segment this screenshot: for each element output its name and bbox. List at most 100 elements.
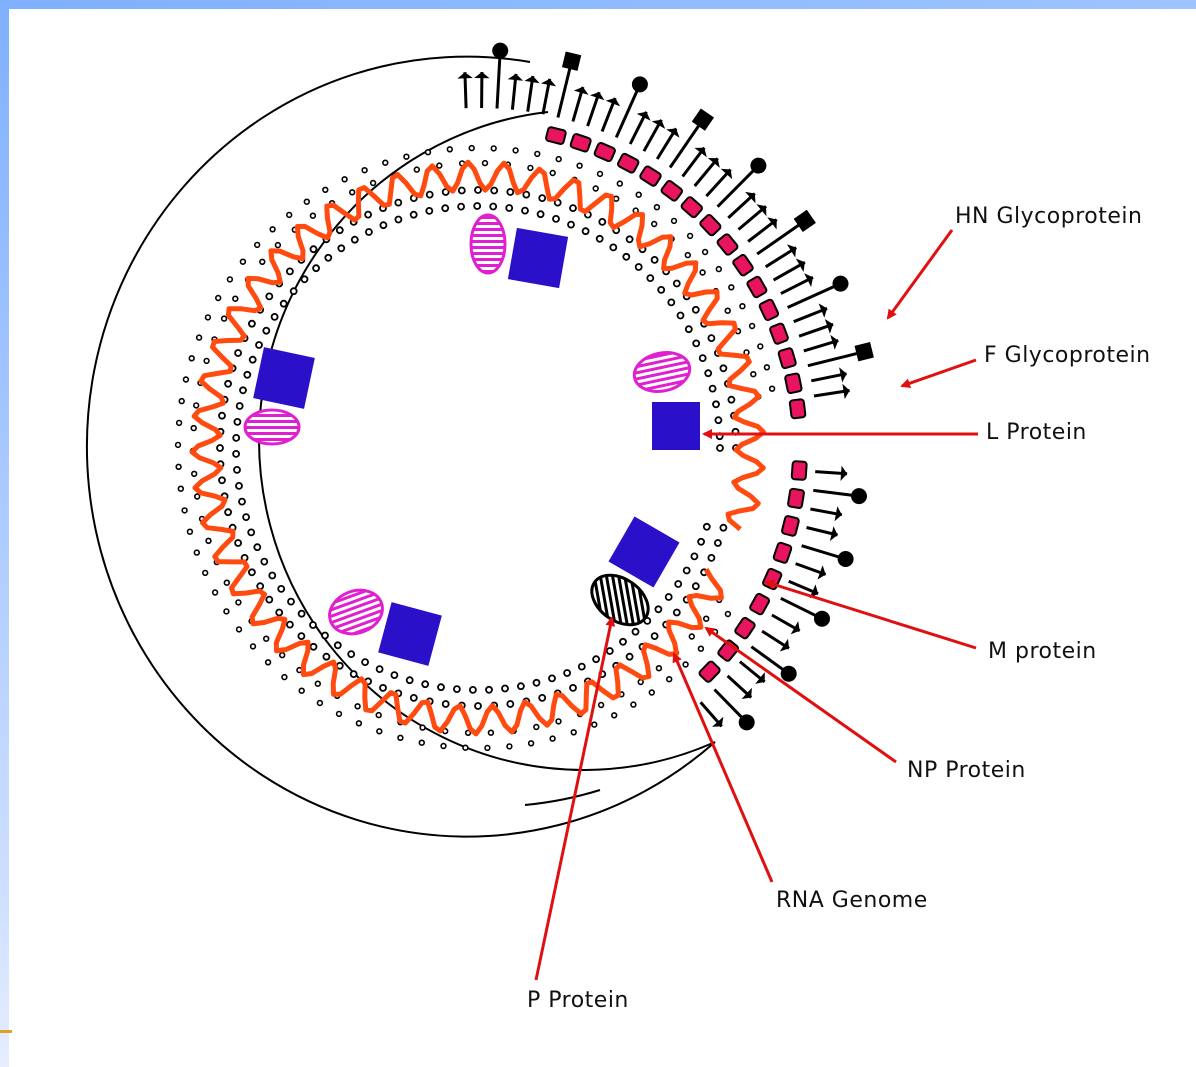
nucleoprotein — [627, 654, 633, 660]
nucleoprotein — [243, 514, 249, 520]
membrane-lipid — [276, 243, 281, 248]
nucleoprotein — [693, 340, 699, 346]
nucleoprotein — [411, 212, 417, 218]
nucleoprotein — [407, 677, 413, 683]
nucleoprotein — [269, 573, 275, 579]
nucleoprotein — [507, 701, 513, 707]
nucleoprotein — [518, 683, 524, 689]
m-protein — [660, 180, 683, 202]
hn-glycoprotein-head — [562, 52, 581, 71]
m-protein — [746, 276, 767, 299]
membrane-lipid — [699, 646, 704, 651]
membrane-lipid — [192, 471, 197, 476]
membrane-lipid — [463, 745, 468, 750]
label-np-protein: NP Protein — [907, 758, 1026, 783]
membrane-lipid — [571, 730, 576, 735]
membrane-lipid — [178, 486, 183, 491]
nucleoprotein — [291, 288, 297, 294]
nucleoprotein — [486, 687, 492, 693]
membrane-lipid — [593, 186, 598, 191]
nucleoprotein — [627, 236, 633, 242]
membrane-lipid — [282, 675, 287, 680]
nucleoprotein — [217, 445, 223, 451]
nucleoprotein — [272, 314, 278, 320]
nucleoprotein — [313, 265, 319, 271]
membrane-lipid — [652, 222, 657, 227]
membrane-lipid — [264, 636, 269, 641]
f-glycoprotein-head — [739, 714, 755, 730]
nucleoprotein — [700, 355, 706, 361]
hn-glycoprotein-head — [794, 210, 816, 232]
membrane-lipid — [179, 399, 184, 404]
membrane-lipid — [550, 736, 555, 741]
nucleoprotein — [454, 686, 460, 692]
f-glycoprotein-head — [632, 76, 648, 92]
envelope-inner-arc — [525, 790, 600, 805]
f-glycoprotein-head — [492, 43, 508, 59]
np-arrow — [706, 628, 896, 762]
membrane-lipid — [371, 181, 376, 186]
membrane-lipid — [729, 285, 734, 290]
membrane-lipid — [337, 712, 342, 717]
m-protein — [698, 660, 721, 683]
membrane-lipid — [287, 213, 292, 218]
nucleoprotein — [237, 403, 243, 409]
nucleoprotein — [443, 701, 449, 707]
membrane-lipid — [311, 213, 316, 218]
membrane-lipid — [176, 464, 181, 469]
nucleoprotein — [311, 644, 317, 650]
m-protein — [788, 488, 805, 508]
membrane-lipid — [704, 616, 709, 621]
membrane-lipid — [213, 590, 218, 595]
l-protein — [652, 402, 700, 450]
membrane-lipid — [315, 681, 320, 686]
nucleoprotein — [234, 467, 240, 473]
nucleoprotein — [720, 525, 726, 531]
m-protein — [792, 461, 807, 480]
membrane-lipid — [758, 344, 763, 349]
nucleoprotein — [502, 686, 508, 692]
membrane-lipid — [612, 713, 617, 718]
nucleoprotein — [299, 611, 305, 617]
nucleoprotein — [287, 268, 293, 274]
label-l-protein: L Protein — [986, 420, 1087, 445]
nucleoprotein — [380, 685, 386, 691]
membrane-lipid — [534, 725, 539, 730]
membrane-lipid — [599, 703, 604, 708]
nucleoprotein — [698, 539, 704, 545]
membrane-lipid — [251, 644, 256, 649]
m-protein — [680, 196, 703, 218]
nucleoprotein — [717, 445, 723, 451]
p-arrow — [536, 618, 612, 980]
nucleoprotein — [219, 413, 225, 419]
membrane-lipid — [556, 157, 561, 162]
membrane-lipid — [362, 168, 367, 173]
nucleoprotein — [534, 680, 540, 686]
hn-glycoprotein-head — [692, 108, 714, 130]
f-glycoprotein-head — [750, 158, 766, 174]
membrane-lipid — [376, 713, 381, 718]
nucleoprotein — [678, 313, 684, 319]
membrane-lipid — [614, 196, 619, 201]
nucleoprotein — [366, 229, 372, 235]
nucleoprotein — [365, 212, 371, 218]
nucleoprotein — [338, 245, 344, 251]
membrane-lipid — [342, 177, 347, 182]
nucleoprotein — [458, 204, 464, 210]
nucleoprotein — [239, 499, 245, 505]
f-glycoprotein-head — [781, 666, 797, 682]
m-protein — [639, 165, 662, 186]
nucleoprotein — [668, 299, 674, 305]
membrane-lipid — [383, 160, 388, 165]
membrane-lipid — [513, 148, 518, 153]
nucleoprotein — [278, 586, 284, 592]
nucleoprotein — [266, 293, 272, 299]
nucleoprotein — [380, 222, 386, 228]
membrane-lipid — [188, 529, 193, 534]
spike-head — [508, 74, 523, 81]
l-protein — [508, 228, 568, 288]
nucleoprotein — [474, 203, 480, 209]
nucleoprotein — [325, 255, 331, 261]
membrane-lipid — [189, 356, 194, 361]
